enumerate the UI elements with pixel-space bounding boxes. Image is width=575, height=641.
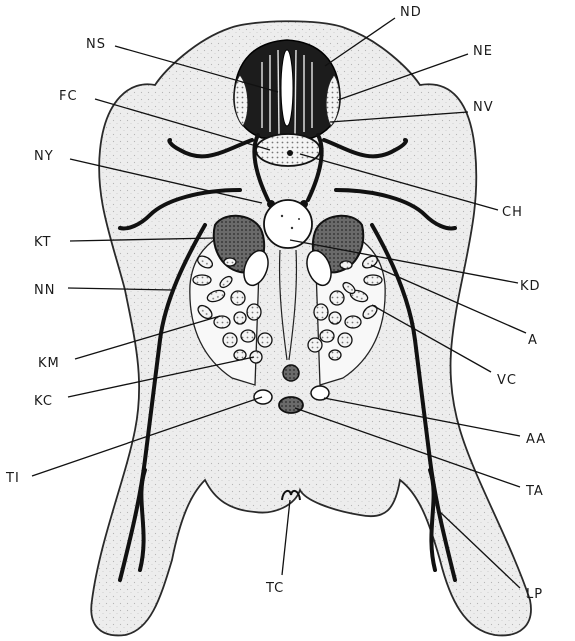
label-ny: NY [34, 149, 54, 164]
notochord-center [287, 150, 293, 156]
allantoic-artery-left [254, 390, 272, 404]
label-fc: FC [59, 89, 78, 104]
label-ta: TA [525, 484, 544, 499]
label-a: A [528, 333, 538, 348]
label-ti: TI [5, 471, 20, 486]
tail-gut [279, 397, 303, 413]
label-aa: AA [526, 432, 546, 447]
label-lp: LP [526, 587, 543, 602]
label-ns: NS [86, 37, 106, 52]
aorta [264, 200, 312, 248]
label-vc: VC [497, 373, 517, 388]
label-ne: NE [473, 44, 493, 59]
label-nd: ND [400, 5, 422, 20]
label-nv: NV [473, 100, 494, 115]
label-kd: KD [520, 279, 541, 294]
label-kt: KT [34, 235, 51, 250]
label-kc: KC [34, 394, 53, 409]
label-tc: TC [265, 581, 284, 596]
notochord [256, 134, 320, 166]
label-km: KM [38, 356, 60, 371]
neural-canal [281, 50, 293, 126]
gut [283, 365, 299, 381]
label-nn: NN [34, 283, 55, 298]
label-ch: CH [502, 205, 523, 220]
